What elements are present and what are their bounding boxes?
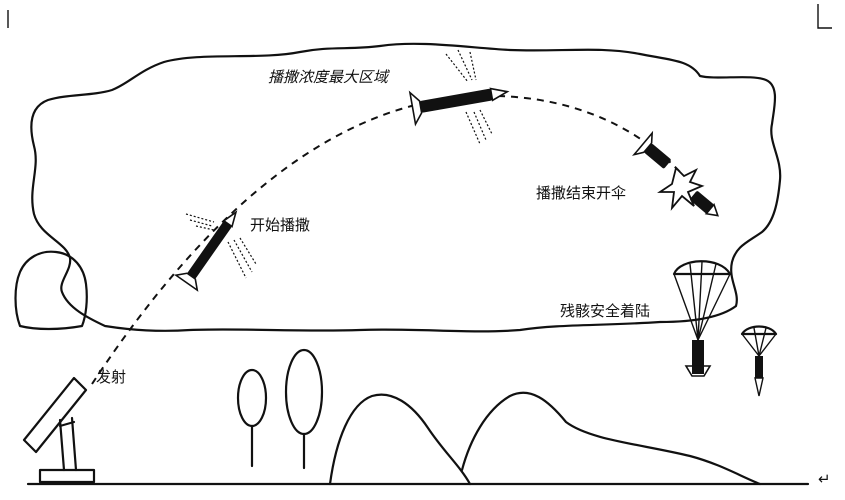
parachute-icon bbox=[740, 325, 778, 397]
label-safe-landing: 残骸安全着陆 bbox=[560, 302, 650, 320]
label-launch: 发射 bbox=[96, 368, 126, 386]
tree-icon bbox=[284, 348, 324, 470]
seeding-spray-marks bbox=[185, 213, 257, 279]
label-end-seeding-parachute: 播撒结束开伞 bbox=[536, 184, 626, 202]
rocket-trajectory bbox=[91, 94, 681, 385]
burst-icon bbox=[657, 166, 705, 211]
mountain-icon bbox=[460, 391, 762, 486]
label-max-concentration: 播撒浓度最大区域 bbox=[268, 68, 390, 86]
label-start-seeding: 开始播撒 bbox=[250, 216, 310, 234]
rocket-icon bbox=[408, 87, 510, 127]
mountain-icon bbox=[328, 393, 472, 486]
rocket-icon bbox=[631, 130, 671, 169]
rocket-icon bbox=[173, 210, 238, 292]
rocket-launcher-icon bbox=[22, 376, 96, 484]
corner-marks bbox=[7, 4, 832, 29]
return-mark: ↵ bbox=[818, 470, 831, 488]
large-cloud-icon bbox=[30, 42, 782, 333]
rocket-icon bbox=[690, 191, 719, 217]
small-cloud-icon bbox=[14, 250, 88, 331]
tree-icon bbox=[236, 368, 268, 468]
parachute-icon bbox=[672, 260, 732, 377]
seeding-spray-marks bbox=[445, 49, 493, 145]
